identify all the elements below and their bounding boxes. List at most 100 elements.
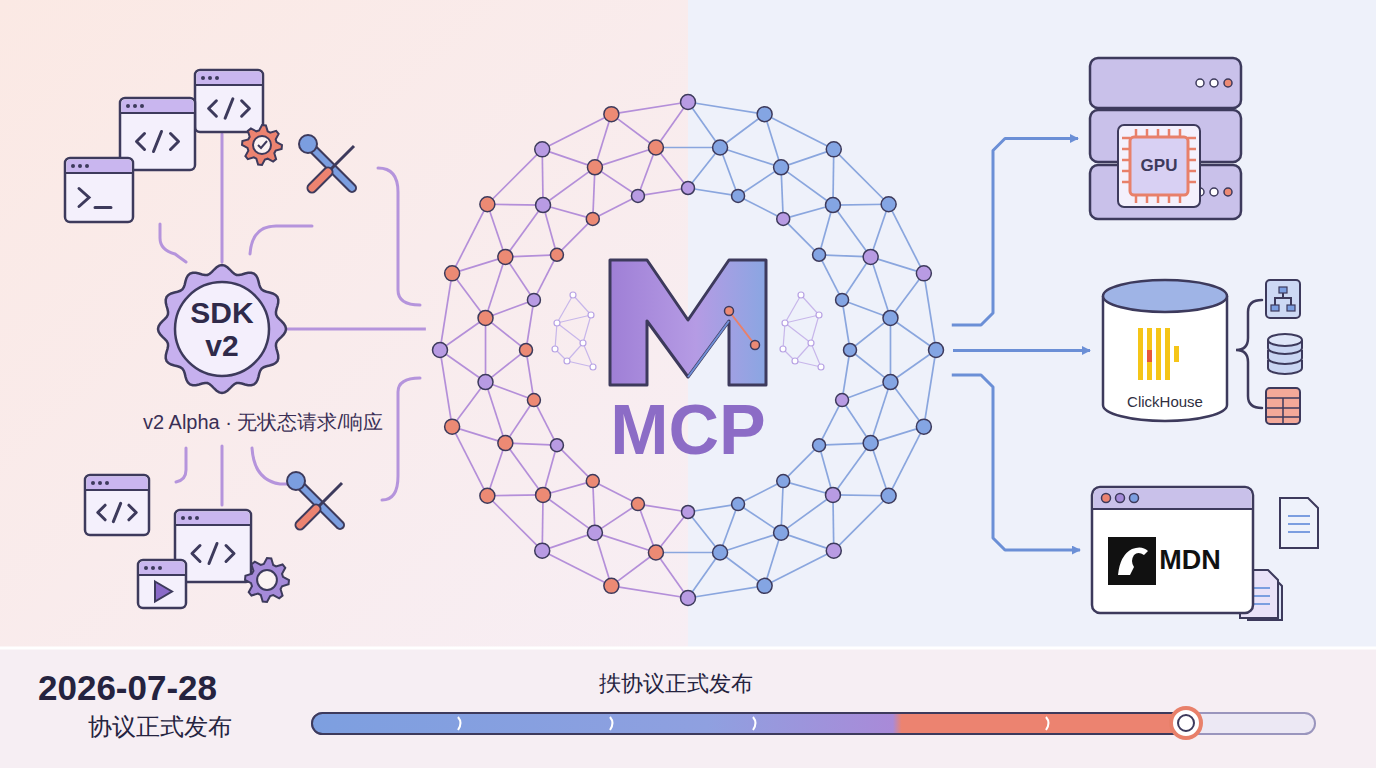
network-node <box>478 375 493 390</box>
network-link <box>487 203 543 206</box>
network-link <box>440 350 452 427</box>
network-link <box>871 443 889 496</box>
network-link <box>526 300 534 350</box>
network-link <box>833 443 871 495</box>
network-node <box>631 189 644 202</box>
network-node <box>681 95 696 110</box>
icon-links <box>160 134 420 505</box>
timeline-tick <box>1046 717 1049 730</box>
code-symbol <box>192 544 234 564</box>
network-node <box>732 189 745 202</box>
network-link <box>765 533 781 586</box>
logo-bar <box>1156 328 1161 380</box>
network-link <box>611 102 688 114</box>
window-frame <box>138 560 186 608</box>
network-node <box>883 310 898 325</box>
icon-link <box>382 378 420 500</box>
mini-node <box>818 364 824 370</box>
chip-pins <box>1122 129 1196 203</box>
timeline-marker-core <box>1178 715 1194 731</box>
network-link <box>890 318 892 382</box>
timeline-band <box>0 648 1376 768</box>
table-icon <box>1266 388 1300 424</box>
chip-plate <box>1118 125 1200 207</box>
network-node <box>681 591 696 606</box>
network-link <box>440 350 486 382</box>
gpu-server: GPU <box>1088 55 1243 222</box>
screwdriver-shaft <box>316 483 342 509</box>
network-link <box>534 255 557 300</box>
window-titlebar <box>197 72 262 86</box>
window-dot <box>151 566 155 570</box>
window-titlebar <box>67 160 132 174</box>
release-label: 协议正式发布 <box>88 713 232 741</box>
background-right <box>688 0 1376 648</box>
window-dot <box>195 516 199 520</box>
mcp-hub-outline <box>433 95 943 605</box>
tree-box <box>1271 305 1279 311</box>
network-link <box>890 382 923 427</box>
date-label: 2026-07-28 <box>38 668 217 708</box>
network-node <box>774 160 789 175</box>
network-link <box>842 300 850 350</box>
network-link <box>890 350 936 382</box>
icon-link <box>250 226 312 254</box>
network-link <box>541 495 544 551</box>
network-node <box>535 543 550 558</box>
network-link <box>487 494 543 497</box>
window-titlebar <box>87 477 148 491</box>
mini-link <box>557 315 591 323</box>
network-node <box>825 487 840 502</box>
network-link <box>688 188 738 196</box>
network-link <box>542 551 611 586</box>
chip-pins <box>1122 129 1196 203</box>
window-dot <box>144 566 148 570</box>
network-link <box>593 196 638 219</box>
window-dot <box>91 481 95 485</box>
network-node <box>916 266 931 281</box>
server-led <box>1224 188 1232 196</box>
mini-network <box>552 292 596 370</box>
mini-node <box>780 346 786 352</box>
doc-page <box>1280 498 1318 548</box>
cylinder-top <box>1103 280 1227 312</box>
network-link <box>833 205 871 257</box>
logo-dot <box>751 341 760 350</box>
window-divider <box>120 112 195 114</box>
database-icon <box>1268 334 1302 374</box>
network-link <box>834 496 889 551</box>
mini-node <box>554 320 560 326</box>
server-led <box>1224 79 1232 87</box>
network-node <box>732 498 745 511</box>
network-node <box>881 488 896 503</box>
logo-bar <box>1147 328 1152 380</box>
network-link <box>505 443 543 495</box>
mdn-logo-mark <box>1118 547 1148 575</box>
network-link <box>688 552 720 598</box>
network-node <box>604 578 619 593</box>
network-link <box>834 149 889 204</box>
network-link <box>889 427 924 496</box>
network-link <box>452 273 485 318</box>
network-node <box>536 198 551 213</box>
mini-link <box>783 323 785 349</box>
network-link <box>819 400 842 445</box>
sdk-badge: SDK v2v2 Alpha · 无状态请求/响应 <box>155 262 289 396</box>
network-link <box>688 586 765 598</box>
network-link <box>720 533 781 553</box>
network-link <box>505 205 543 257</box>
badge-inner <box>175 282 269 376</box>
window-dot <box>158 566 162 570</box>
window-dot <box>181 516 185 520</box>
tools-icon <box>299 135 354 188</box>
browser-dot <box>1102 494 1111 503</box>
network-link <box>452 382 485 427</box>
window-titlebar <box>122 100 194 114</box>
mini-link <box>785 315 819 323</box>
mdn-window: MDN <box>1090 485 1255 615</box>
logo-link <box>729 311 755 345</box>
network-link <box>656 552 720 554</box>
network-link <box>890 318 936 350</box>
network-link <box>534 400 557 445</box>
